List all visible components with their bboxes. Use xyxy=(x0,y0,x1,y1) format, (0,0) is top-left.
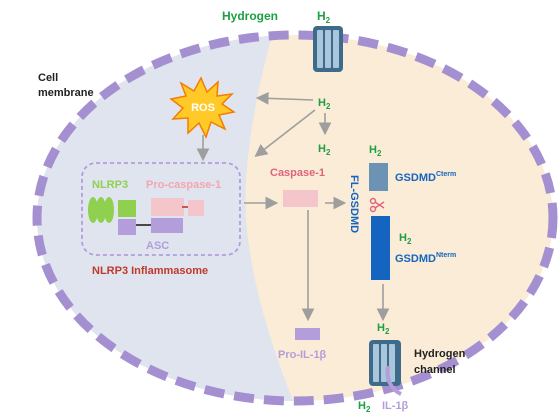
cell-membrane-label: Cell xyxy=(38,72,58,84)
fl-gsdmd-label: FL-GSDMD xyxy=(348,175,360,233)
gsdmd-cterm-label: GSDMDCterm xyxy=(395,171,456,184)
h2-gsdmd-label: H2 xyxy=(369,144,382,158)
inflammasome-box xyxy=(81,162,241,256)
il1b-release-arrow xyxy=(385,365,402,396)
cell-membrane xyxy=(32,30,558,406)
pro-il1b-shape xyxy=(295,328,320,340)
asc-shape-2 xyxy=(151,218,183,233)
ros-burst-icon xyxy=(169,76,236,139)
h2-caspase-label: H2 xyxy=(318,143,331,157)
pro-il1b-label: Pro-IL-1β xyxy=(278,349,327,361)
pro-caspase-shape-2 xyxy=(188,200,204,216)
arrow-h2-to-ros xyxy=(255,91,314,105)
h2-top-label: H2 xyxy=(317,9,331,25)
ros-label: ROS xyxy=(191,102,215,114)
gsdmd-nterm-label: GSDMDNterm xyxy=(395,252,456,265)
cell-membrane-label-2: membrane xyxy=(38,87,94,99)
h2-center-label: H2 xyxy=(318,97,331,111)
hydrogen-channel-icon xyxy=(369,340,401,386)
asc-shape-1 xyxy=(118,219,136,235)
gsdmd-nterm-shape xyxy=(371,216,390,280)
h2-nterm-label: H2 xyxy=(399,232,412,246)
hydrogen-channel-label-2: channel xyxy=(414,364,456,376)
scissors-icon xyxy=(369,197,385,213)
hydrogen-top-label: Hydrogen xyxy=(222,9,278,23)
inflammasome-label: NLRP3 Inflammasome xyxy=(92,265,208,277)
pro-caspase-shape-1 xyxy=(151,198,184,216)
il1b-label: IL-1β xyxy=(382,400,409,412)
asc-label: ASC xyxy=(146,240,169,252)
nlrp3-label: NLRP3 xyxy=(92,179,128,191)
pro-caspase-label: Pro-caspase-1 xyxy=(146,179,221,191)
gsdmd-cterm-shape xyxy=(369,163,388,191)
caspase1-label: Caspase-1 xyxy=(270,167,325,179)
caspase1-shape xyxy=(283,190,318,207)
arrows xyxy=(196,91,390,322)
h2-channel-label: H2 xyxy=(377,322,390,336)
arrow-h2-to-inflammasome xyxy=(254,109,316,157)
nlrp3-shape xyxy=(88,197,136,223)
h2-bottom-label: H2 xyxy=(358,400,371,414)
hydrogen-channel-label: Hydrogen xyxy=(414,348,466,360)
hydrogen-channel-icon xyxy=(313,26,343,72)
